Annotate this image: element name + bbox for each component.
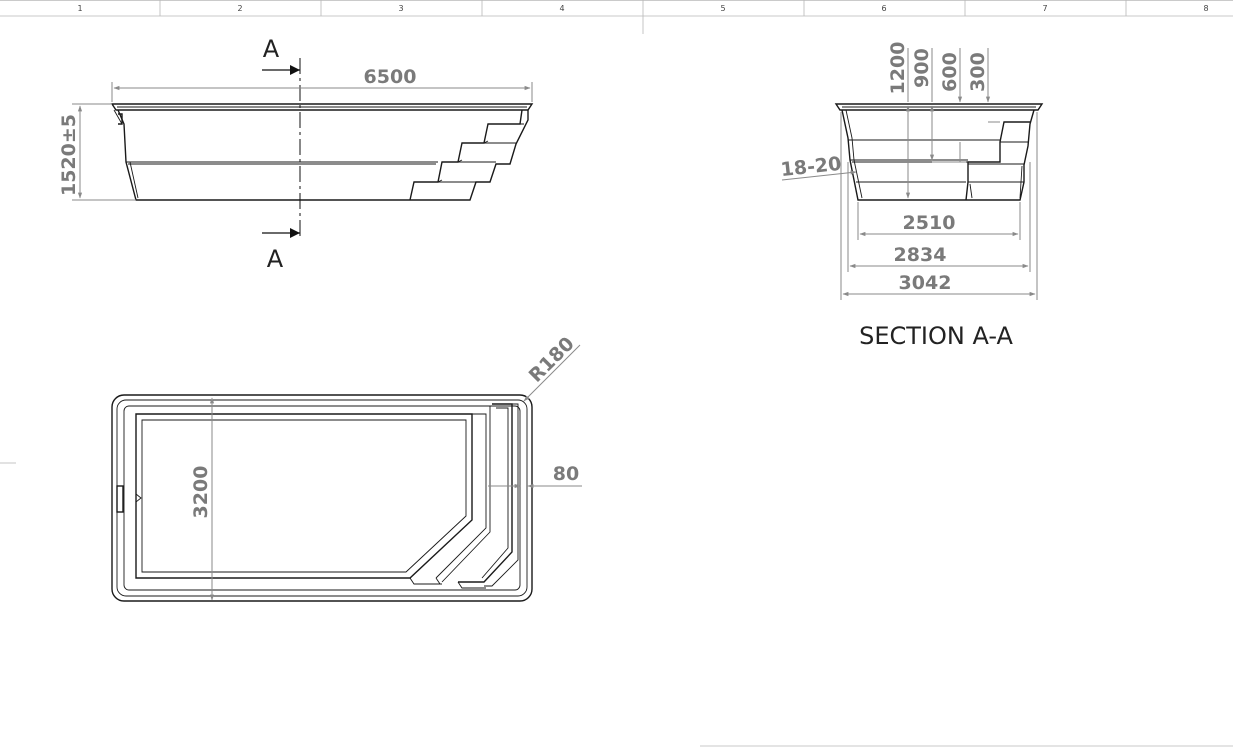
- side-view: A A 6500 1520±5: [58, 35, 534, 273]
- rim-width-dimension: 80: [553, 463, 579, 485]
- width-dimension: 3200: [190, 466, 212, 519]
- section-view-outline: [834, 103, 1044, 201]
- top-view: 3200 R180 80: [111, 333, 582, 602]
- height-dimension: 1520±5: [58, 114, 80, 196]
- zone-label-2: 2: [237, 4, 242, 13]
- zone-label-1: 1: [77, 4, 82, 13]
- depth-3-dimension: 600: [939, 52, 961, 92]
- wall-thickness-leader: [781, 170, 857, 181]
- overall-width-dimension: 3042: [899, 272, 952, 294]
- section-label-top: A: [263, 35, 280, 63]
- section-title: SECTION A-A: [859, 322, 1013, 350]
- zone-label-5: 5: [720, 4, 725, 13]
- section-label-bottom: A: [267, 245, 284, 273]
- wall-thickness-dimension: 18-20: [780, 153, 843, 181]
- zone-label-8: 8: [1203, 4, 1208, 13]
- zone-label-6: 6: [881, 4, 886, 13]
- top-view-outline: [111, 394, 533, 602]
- radius-leader: [523, 344, 581, 402]
- radius-dimension: R180: [525, 333, 579, 387]
- zone-label-3: 3: [398, 4, 403, 13]
- mid-width-dimension: 2834: [894, 244, 947, 266]
- section-view: 1200 900 600 300 18-20 2510 2834 3042 SE…: [780, 42, 1044, 350]
- floor-width-dimension: 2510: [903, 212, 956, 234]
- length-dimension: 6500: [364, 66, 417, 88]
- depth-4-dimension: 300: [967, 52, 989, 92]
- side-view-outline: [110, 103, 534, 201]
- zone-label-4: 4: [559, 4, 564, 13]
- zone-label-7: 7: [1042, 4, 1047, 13]
- depth-2-dimension: 900: [911, 48, 933, 88]
- depth-1-dimension: 1200: [887, 42, 909, 95]
